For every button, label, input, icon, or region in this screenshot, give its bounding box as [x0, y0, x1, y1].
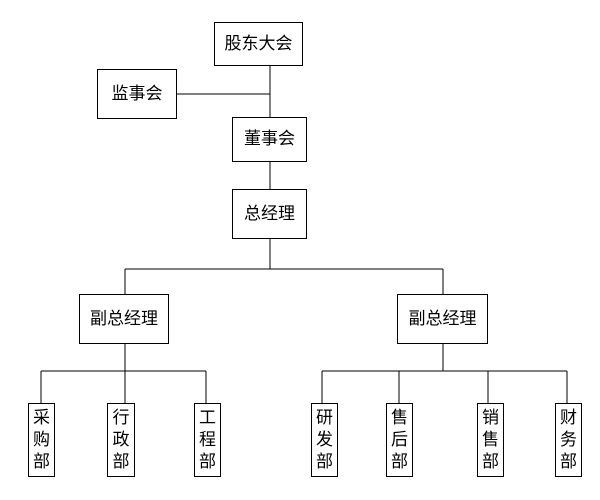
- node-administration-dept: 行政部: [107, 403, 135, 477]
- node-general-manager: 总经理: [232, 189, 307, 239]
- node-shareholders-meeting: 股东大会: [214, 22, 303, 66]
- node-procurement-dept: 采购部: [28, 403, 55, 477]
- node-sales-dept: 销售部: [477, 403, 504, 477]
- node-supervisory-board: 监事会: [97, 69, 177, 119]
- node-after-sales-dept: 售后部: [386, 403, 413, 477]
- node-rnd-dept: 研发部: [311, 403, 338, 477]
- node-board-of-directors: 董事会: [232, 117, 307, 162]
- node-deputy-gm-left: 副总经理: [79, 294, 169, 344]
- node-finance-dept: 财务部: [555, 403, 582, 477]
- node-engineering-dept: 工程部: [194, 403, 221, 477]
- node-deputy-gm-right: 副总经理: [397, 294, 488, 344]
